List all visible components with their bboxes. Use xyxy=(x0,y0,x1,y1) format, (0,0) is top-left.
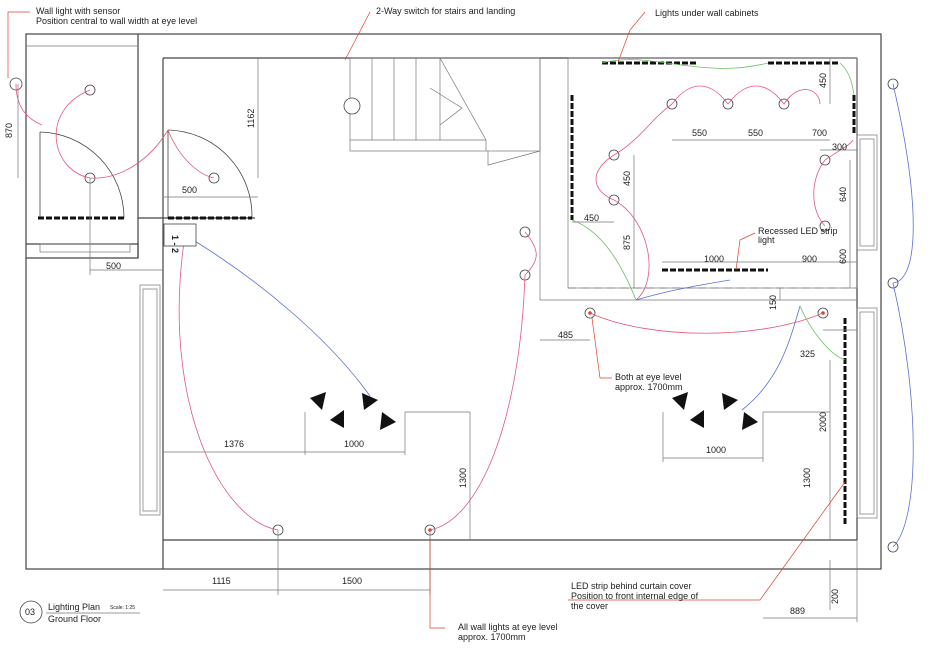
drawing-title: Lighting Plan xyxy=(48,602,100,612)
dim-1115: 1115 xyxy=(212,576,231,586)
spotlight-group-right xyxy=(672,392,758,430)
dim-550a: 550 xyxy=(692,128,707,138)
dim-1000c: 1000 xyxy=(706,445,726,455)
spotlight-icon xyxy=(722,393,738,410)
dim-700: 700 xyxy=(812,128,827,138)
dimension-lines xyxy=(17,58,858,622)
dim-1500: 1500 xyxy=(342,576,362,586)
dim-550b: 550 xyxy=(748,128,763,138)
spotlight-icon xyxy=(362,393,378,410)
spotlight-icon xyxy=(310,392,326,410)
dim-450a: 450 xyxy=(818,73,828,88)
spotlight-icon xyxy=(742,412,758,430)
dim-200: 200 xyxy=(830,589,840,604)
spotlight-icon xyxy=(672,392,688,410)
all-wall-note-2: approx. 1700mm xyxy=(458,632,526,642)
spotlight-icon xyxy=(380,412,396,430)
dim-450b: 450 xyxy=(622,171,632,186)
wiring xyxy=(15,59,914,548)
wall-light-note: Position central to wall width at eye le… xyxy=(36,16,197,26)
led-behind-note-3: the cover xyxy=(571,601,608,611)
title-block: 03 Lighting Plan Ground Floor Scale: 1:2… xyxy=(19,600,140,624)
both-eye-note-1: Both at eye level xyxy=(615,372,682,382)
leader-lines xyxy=(7,11,846,629)
switch-box: 1 - 2 xyxy=(163,223,197,253)
drawing-number-bubble xyxy=(19,600,43,624)
led-behind-note-1: LED strip behind curtain cover xyxy=(571,581,692,591)
drawing-number: 03 xyxy=(25,607,35,617)
drawing-scale: Scale: 1:25 xyxy=(110,605,135,611)
switch-label: 1 - 2 xyxy=(170,235,180,253)
dim-900: 900 xyxy=(802,254,817,264)
spotlight-icon xyxy=(330,410,344,428)
staircase xyxy=(343,57,541,166)
dim-300: 300 xyxy=(832,142,847,152)
dim-2000: 2000 xyxy=(818,412,828,432)
dim-1000a: 1000 xyxy=(704,254,724,264)
wall-light-title: Wall light with sensor xyxy=(36,6,120,16)
doors xyxy=(38,129,253,220)
led-behind-note-2: Position to front internal edge of xyxy=(571,591,699,601)
switch-note: 2-Way switch for stairs and landing xyxy=(376,6,515,16)
led-strips xyxy=(570,61,856,525)
dim-870: 870 xyxy=(4,123,14,138)
dim-325: 325 xyxy=(800,349,815,359)
drawing-subtitle: Ground Floor xyxy=(48,614,101,624)
dim-1162: 1162 xyxy=(246,109,256,128)
dim-150: 150 xyxy=(768,295,778,310)
dim-1000b: 1000 xyxy=(344,439,364,449)
all-wall-note-1: All wall lights at eye level xyxy=(458,622,558,632)
dim-640: 640 xyxy=(838,187,848,202)
dim-485: 485 xyxy=(558,330,573,340)
stair-pendant-icon xyxy=(343,97,361,115)
dim-1376: 1376 xyxy=(224,439,244,449)
dim-1300b: 1300 xyxy=(802,468,812,488)
cabinet-lights-note: Lights under wall cabinets xyxy=(655,8,759,18)
dim-889: 889 xyxy=(790,606,805,616)
dim-875: 875 xyxy=(622,235,632,250)
dim-500b: 500 xyxy=(106,261,121,271)
dim-450c: 450 xyxy=(584,213,599,223)
dim-1300a: 1300 xyxy=(458,468,468,488)
both-eye-note-2: approx. 1700mm xyxy=(615,382,683,392)
recessed-note-2: light xyxy=(758,235,775,245)
recessed-note-1: Recessed LED strip xyxy=(758,226,838,236)
dim-500a: 500 xyxy=(182,185,197,195)
dim-600: 600 xyxy=(838,249,848,264)
spotlight-icon xyxy=(690,410,704,428)
dimension-values: 870 1162 500 500 450 550 550 700 300 640… xyxy=(4,73,848,616)
spotlight-group-left xyxy=(310,392,396,430)
annotations: Wall light with sensor Position central … xyxy=(36,6,838,642)
